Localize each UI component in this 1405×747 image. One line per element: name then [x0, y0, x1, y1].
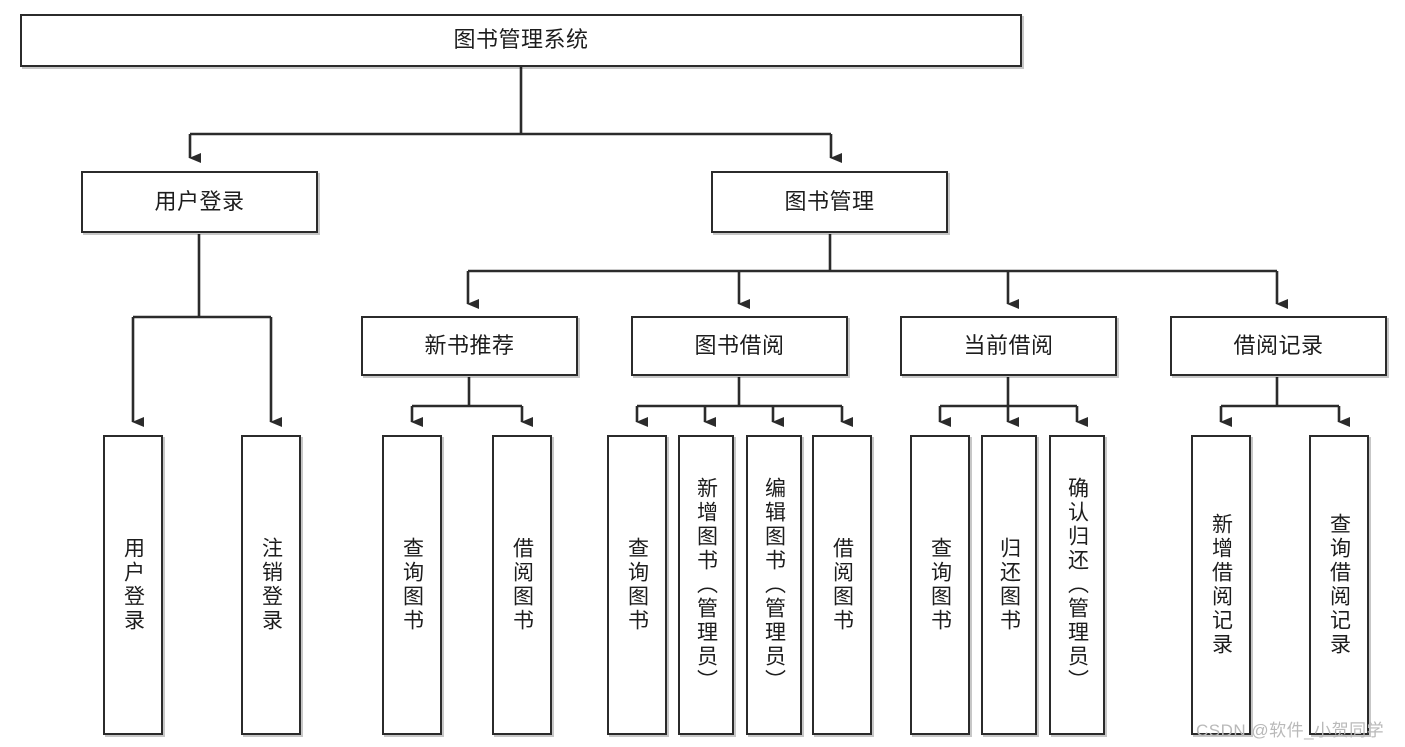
node-leaf-borrow-book-1[interactable]: 借阅图书 — [492, 435, 552, 735]
node-leaf-query-record-label: 查询借阅记录 — [1327, 513, 1351, 657]
node-leaf-return-book[interactable]: 归还图书 — [981, 435, 1037, 735]
node-leaf-edit-book[interactable]: 编辑图书（管理员） — [746, 435, 802, 735]
node-leaf-user-login-label: 用户登录 — [121, 537, 145, 633]
node-leaf-query-book-3[interactable]: 查询图书 — [910, 435, 970, 735]
node-leaf-borrow-book-2[interactable]: 借阅图书 — [812, 435, 872, 735]
node-leaf-query-book-3-label: 查询图书 — [928, 537, 952, 633]
node-leaf-return-book-label: 归还图书 — [997, 537, 1021, 633]
node-leaf-logout-label: 注销登录 — [259, 537, 283, 633]
node-book-manage[interactable]: 图书管理 — [711, 171, 948, 233]
node-user-login[interactable]: 用户登录 — [81, 171, 318, 233]
node-current-borrow-label: 当前借阅 — [963, 332, 1054, 358]
node-leaf-borrow-book-2-label: 借阅图书 — [830, 537, 854, 633]
node-leaf-confirm-return[interactable]: 确认归还（管理员） — [1049, 435, 1105, 735]
node-current-borrow[interactable]: 当前借阅 — [900, 316, 1117, 376]
node-book-manage-label: 图书管理 — [784, 188, 875, 214]
node-leaf-query-book-1-label: 查询图书 — [400, 537, 424, 633]
node-leaf-borrow-book-1-label: 借阅图书 — [510, 537, 534, 633]
node-leaf-query-record[interactable]: 查询借阅记录 — [1309, 435, 1369, 735]
node-borrow-record-label: 借阅记录 — [1233, 332, 1324, 358]
node-leaf-confirm-return-label: 确认归还（管理员） — [1065, 477, 1089, 693]
node-leaf-query-book-2[interactable]: 查询图书 — [607, 435, 667, 735]
node-leaf-query-book-2-label: 查询图书 — [625, 537, 649, 633]
node-leaf-add-book-label: 新增图书（管理员） — [694, 477, 718, 693]
node-borrow-record[interactable]: 借阅记录 — [1170, 316, 1387, 376]
node-leaf-logout[interactable]: 注销登录 — [241, 435, 301, 735]
node-root-label: 图书管理系统 — [453, 27, 589, 53]
node-new-book-rec[interactable]: 新书推荐 — [361, 316, 578, 376]
node-leaf-user-login[interactable]: 用户登录 — [103, 435, 163, 735]
node-leaf-query-book-1[interactable]: 查询图书 — [382, 435, 442, 735]
node-new-book-rec-label: 新书推荐 — [424, 332, 515, 358]
node-user-login-label: 用户登录 — [154, 188, 245, 214]
node-root[interactable]: 图书管理系统 — [20, 14, 1022, 67]
node-book-borrow[interactable]: 图书借阅 — [631, 316, 848, 376]
node-leaf-add-record[interactable]: 新增借阅记录 — [1191, 435, 1251, 735]
node-leaf-add-book[interactable]: 新增图书（管理员） — [678, 435, 734, 735]
node-leaf-add-record-label: 新增借阅记录 — [1209, 513, 1233, 657]
node-book-borrow-label: 图书借阅 — [694, 332, 785, 358]
node-leaf-edit-book-label: 编辑图书（管理员） — [762, 477, 786, 693]
